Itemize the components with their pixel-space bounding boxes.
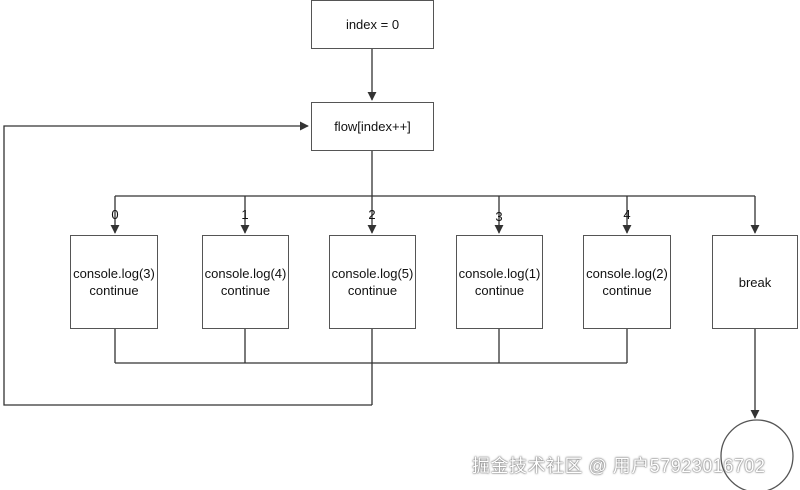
case-4-code: console.log(2)	[586, 266, 668, 281]
case-3-box: console.log(1) continue	[456, 235, 543, 329]
case-0-box: console.log(3) continue	[70, 235, 158, 329]
dispatch-box-text: flow[index++]	[334, 119, 411, 134]
case-4-continue: continue	[602, 283, 652, 298]
dispatch-box: flow[index++]	[311, 102, 434, 151]
case-2-label: 2	[368, 207, 376, 222]
break-box: break	[712, 235, 798, 329]
start-box: index = 0	[311, 0, 434, 49]
case-1-box: console.log(4) continue	[202, 235, 289, 329]
case-2-box: console.log(5) continue	[329, 235, 416, 329]
case-2-continue: continue	[347, 283, 398, 298]
loop-back-arrow	[3, 121, 372, 406]
break-box-text: break	[738, 274, 772, 290]
case-0-code: console.log(3)	[73, 266, 155, 281]
case-2-code: console.log(5)	[331, 266, 414, 281]
case-3-label: 3	[495, 209, 503, 224]
case-1-label: 1	[241, 207, 249, 222]
case-1-continue: continue	[220, 283, 271, 298]
case-4-box: console.log(2) continue	[583, 235, 671, 329]
watermark: 掘金技术社区 @ 用户57923016702	[472, 456, 766, 476]
start-box-text: index = 0	[345, 17, 400, 32]
case-1-code: console.log(4)	[204, 266, 287, 281]
case-3-code: console.log(1)	[458, 266, 541, 281]
end-circle	[720, 419, 794, 490]
case-0-continue: continue	[89, 283, 139, 298]
case-3-continue: continue	[474, 283, 525, 298]
case-0-label: 0	[111, 207, 119, 222]
case-4-label: 4	[623, 207, 631, 222]
